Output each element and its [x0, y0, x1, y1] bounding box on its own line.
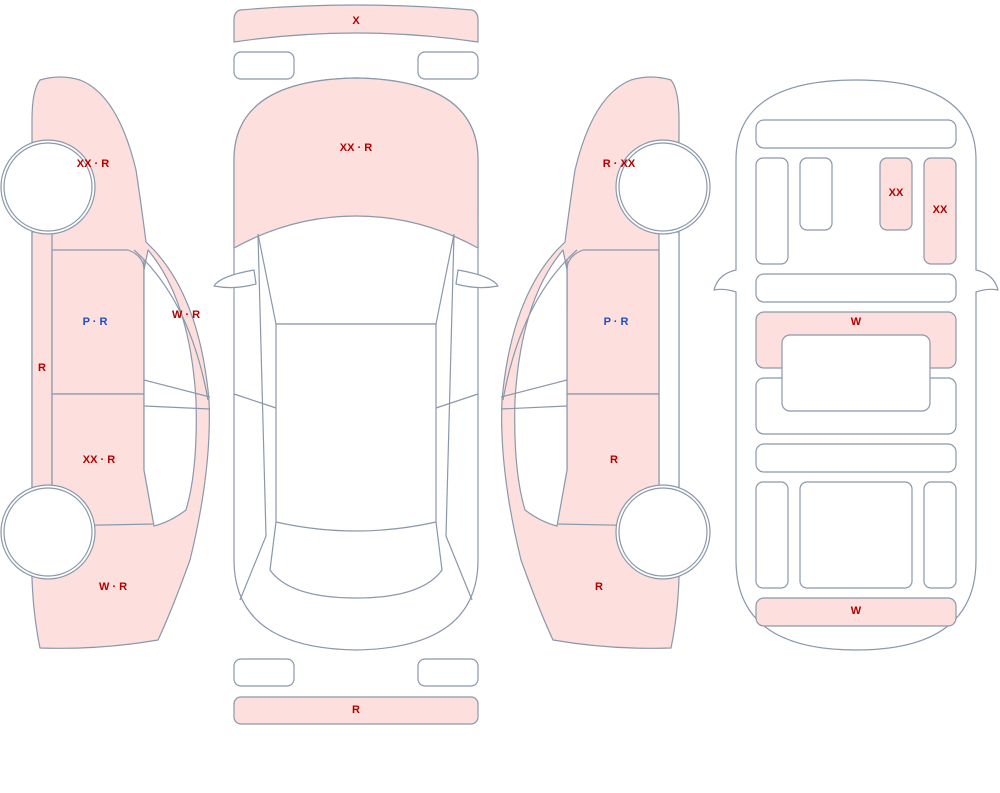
trunk-bar[interactable] [755, 597, 957, 627]
right-rear-glass[interactable] [514, 249, 568, 527]
right-side-view [500, 76, 711, 649]
front-left-light[interactable] [233, 51, 295, 80]
label-left-rear-quarter: W · R [99, 581, 127, 593]
label-right-front-door: P · R [604, 316, 629, 328]
front-right-seat[interactable] [879, 157, 913, 231]
left-pillar-line-upper [143, 379, 211, 398]
label-left-front-door: P · R [83, 316, 108, 328]
rear-left-light[interactable] [233, 658, 295, 687]
label-rear-bumper: R [352, 704, 360, 716]
right-rocker-panel[interactable] [658, 231, 680, 491]
label-interior-front-right-tall: XX [933, 204, 948, 216]
damage-labels: X XX · R R XX · R P · R XX · R W · R R W… [38, 15, 948, 716]
interior-view [713, 79, 999, 651]
label-interior-middle-bar: W [851, 316, 862, 328]
rear-right-trim[interactable] [923, 481, 957, 589]
rear-bumper[interactable] [233, 696, 479, 725]
rear-row-bar[interactable] [755, 443, 957, 473]
hood[interactable] [233, 77, 479, 249]
front-row-bar[interactable] [755, 273, 957, 303]
right-front-wheel[interactable] [618, 142, 708, 232]
right-rear-wheel[interactable] [618, 487, 708, 577]
right-mirror[interactable] [455, 269, 499, 289]
left-front-wheel[interactable] [3, 142, 93, 232]
front-right-seat-side[interactable] [923, 157, 957, 265]
label-left-front-fender: XX · R [77, 158, 109, 170]
label-interior-bottom-bar: W [851, 605, 862, 617]
rear-right-light[interactable] [417, 658, 479, 687]
label-interior-front-right-small: XX [889, 187, 904, 199]
dashboard[interactable] [755, 119, 957, 149]
roof[interactable] [275, 323, 437, 532]
left-windshield-pillar-edge [133, 249, 209, 401]
label-front-bumper: X [352, 15, 360, 27]
left-b-pillar [233, 393, 277, 409]
label-right-front-fender: R · XX [603, 158, 636, 170]
cargo-floor[interactable] [799, 481, 913, 589]
rear-left-trim[interactable] [755, 481, 789, 589]
right-pillar-line-lower [500, 405, 568, 410]
front-bumper[interactable] [233, 4, 479, 43]
center-console[interactable] [781, 334, 931, 412]
right-b-pillar [435, 393, 479, 409]
right-windshield-pillar-edge [502, 249, 578, 401]
left-pillar-line-lower [143, 405, 211, 410]
left-rear-glass[interactable] [143, 249, 197, 527]
left-body-side-line [239, 233, 267, 601]
left-side-view [0, 76, 211, 649]
right-pillar-line-upper [500, 379, 568, 398]
label-hood: XX · R [340, 142, 372, 154]
label-left-rocker: R [38, 362, 46, 374]
front-right-light[interactable] [417, 51, 479, 80]
left-mirror[interactable] [213, 269, 257, 289]
label-left-windshield-pillar: W · R [172, 309, 200, 321]
front-left-seat-side[interactable] [755, 157, 789, 265]
left-rear-wheel[interactable] [3, 487, 93, 577]
label-right-rear-quarter: R [595, 581, 603, 593]
rear-window [269, 521, 443, 599]
top-view [213, 4, 499, 725]
label-left-rear-door: XX · R [83, 454, 115, 466]
label-right-rear-door: R [610, 454, 618, 466]
right-body-side-line [445, 233, 473, 601]
front-left-seat[interactable] [799, 157, 833, 231]
